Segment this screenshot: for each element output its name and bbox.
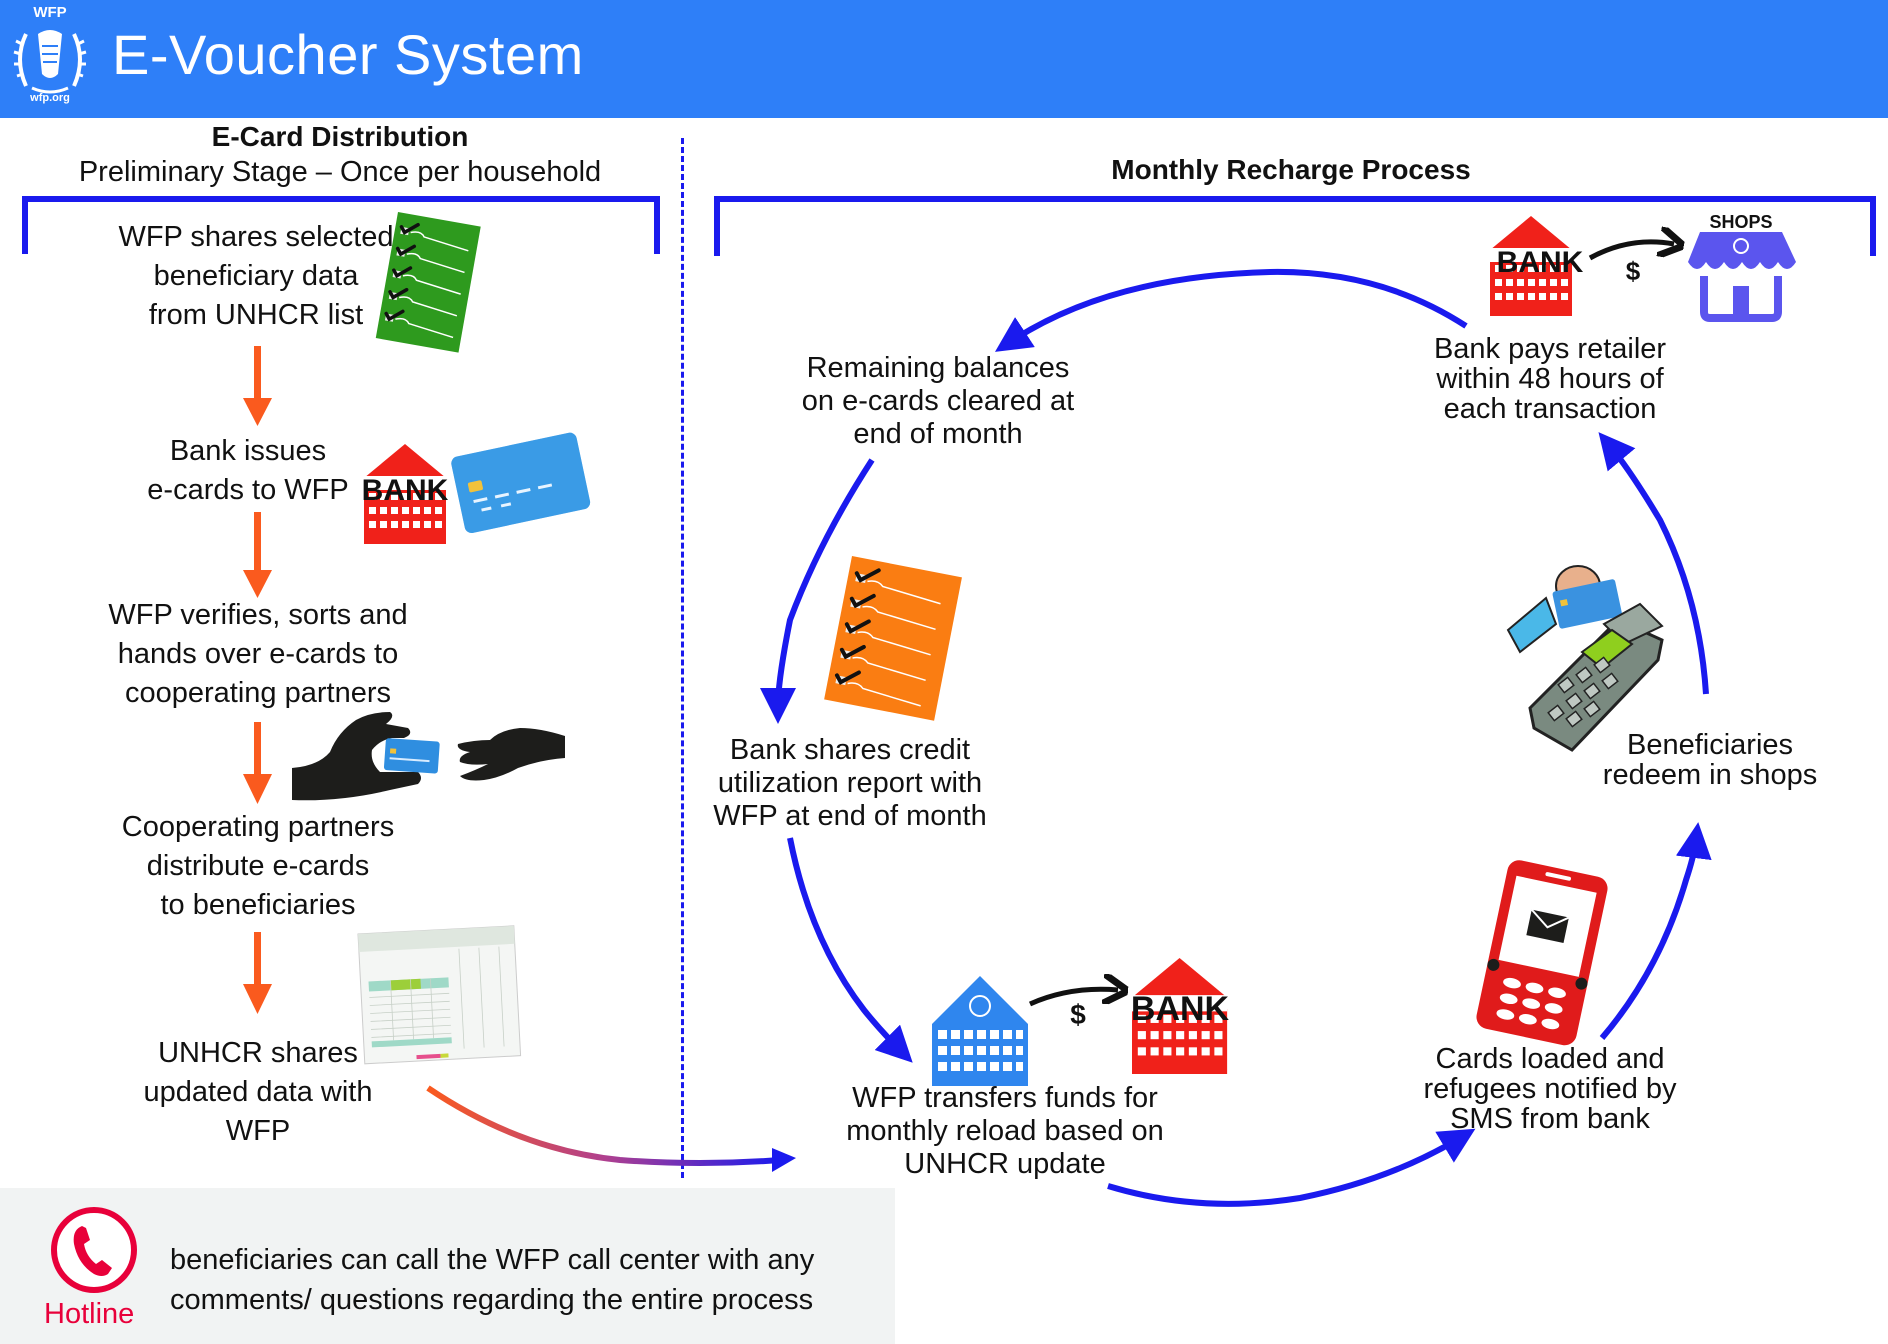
left-step-4: Cooperating partners distribute e-cards … <box>121 811 395 921</box>
phone-hotline-icon <box>51 1207 137 1293</box>
arrow-down-1 <box>243 346 272 426</box>
credit-card-icon <box>451 432 591 533</box>
transfer-arrow-bottom <box>1028 989 1118 1007</box>
pos-terminal-icon <box>1506 565 1664 752</box>
bank-icon <box>364 444 446 544</box>
right-section-title: Monthly Recharge Process <box>1111 154 1471 185</box>
cycle-arrow-left-lower <box>787 837 913 1063</box>
wfp-building-icon <box>932 976 1028 1086</box>
arrow-down-2 <box>243 512 272 598</box>
right-step-cards-loaded: Cards loaded and refugees notified by SM… <box>1423 1043 1677 1135</box>
logo-url-text: wfp.org <box>30 92 70 104</box>
arrow-down-4 <box>243 932 272 1014</box>
hotline-description: beneficiaries can call the WFP call cent… <box>170 1244 815 1316</box>
bank-icon-top <box>1490 216 1572 316</box>
left-step-2: Bank issues e-cards to WFP <box>147 435 349 506</box>
spreadsheet-icon <box>357 925 522 1065</box>
left-flow-arrows <box>243 346 272 1014</box>
header-banner: WFP wfp.org E-Voucher System <box>0 0 1888 118</box>
wfp-wreath-icon <box>13 30 87 94</box>
hotline-label: Hotline <box>44 1298 135 1330</box>
recharge-cycle-arrows <box>760 268 1712 1207</box>
dollar-sign-bottom: $ <box>1070 999 1086 1030</box>
cycle-arrow-right-upper <box>1598 432 1709 695</box>
cycle-arrow-right-lower <box>1599 822 1712 1040</box>
left-step-1: WFP shares selected beneficiary data fro… <box>118 221 394 331</box>
transfer-curve-arrowhead <box>772 1148 796 1172</box>
shop-icon: SHOPS <box>1688 212 1796 322</box>
right-step-remaining-balances: Remaining balances on e-cards cleared at… <box>801 352 1075 450</box>
bank-label-bottom: BANK <box>1131 990 1230 1028</box>
section-divider <box>681 138 684 1178</box>
cycle-arrow-bottom <box>1107 1128 1476 1207</box>
arrow-down-3 <box>243 722 272 804</box>
hands-passing-card-icon <box>292 712 565 801</box>
left-step-5: UNHCR shares updated data with WFP <box>143 1037 373 1147</box>
wfp-logo: WFP wfp.org <box>8 4 92 112</box>
page-title: E-Voucher System <box>112 23 584 86</box>
cycle-arrow-left-upper <box>760 458 875 724</box>
right-step-wfp-transfers: WFP transfers funds for monthly reload b… <box>846 1082 1164 1180</box>
left-section-bracket <box>22 196 660 254</box>
bank-label: BANK <box>362 474 449 507</box>
hotline-panel <box>0 1188 895 1344</box>
green-checklist-icon <box>375 212 481 353</box>
cycle-arrow-top <box>994 268 1468 352</box>
right-section-bracket <box>714 196 1876 256</box>
right-step-bank-pays: Bank pays retailer within 48 hours of ea… <box>1433 333 1667 425</box>
shops-label: SHOPS <box>1709 212 1772 232</box>
dollar-sign-top: $ <box>1626 256 1641 286</box>
left-section-title: E-Card Distribution <box>211 121 469 152</box>
orange-checklist-icon <box>824 556 962 721</box>
logo-wfp-text: WFP <box>33 4 67 21</box>
right-step-bank-shares: Bank shares credit utilization report wi… <box>713 734 987 832</box>
bank-icon-bottom <box>1132 958 1228 1074</box>
transfer-curve-arrow <box>426 1085 781 1166</box>
mobile-phone-sms-icon <box>1476 860 1608 1046</box>
bank-label-top: BANK <box>1497 246 1584 279</box>
left-step-3: WFP verifies, sorts and hands over e-car… <box>108 599 408 709</box>
payment-arrow-top <box>1588 242 1674 261</box>
right-step-redeem: Beneficiaries redeem in shops <box>1602 729 1818 791</box>
left-section-subtitle: Preliminary Stage – Once per household <box>78 156 602 188</box>
